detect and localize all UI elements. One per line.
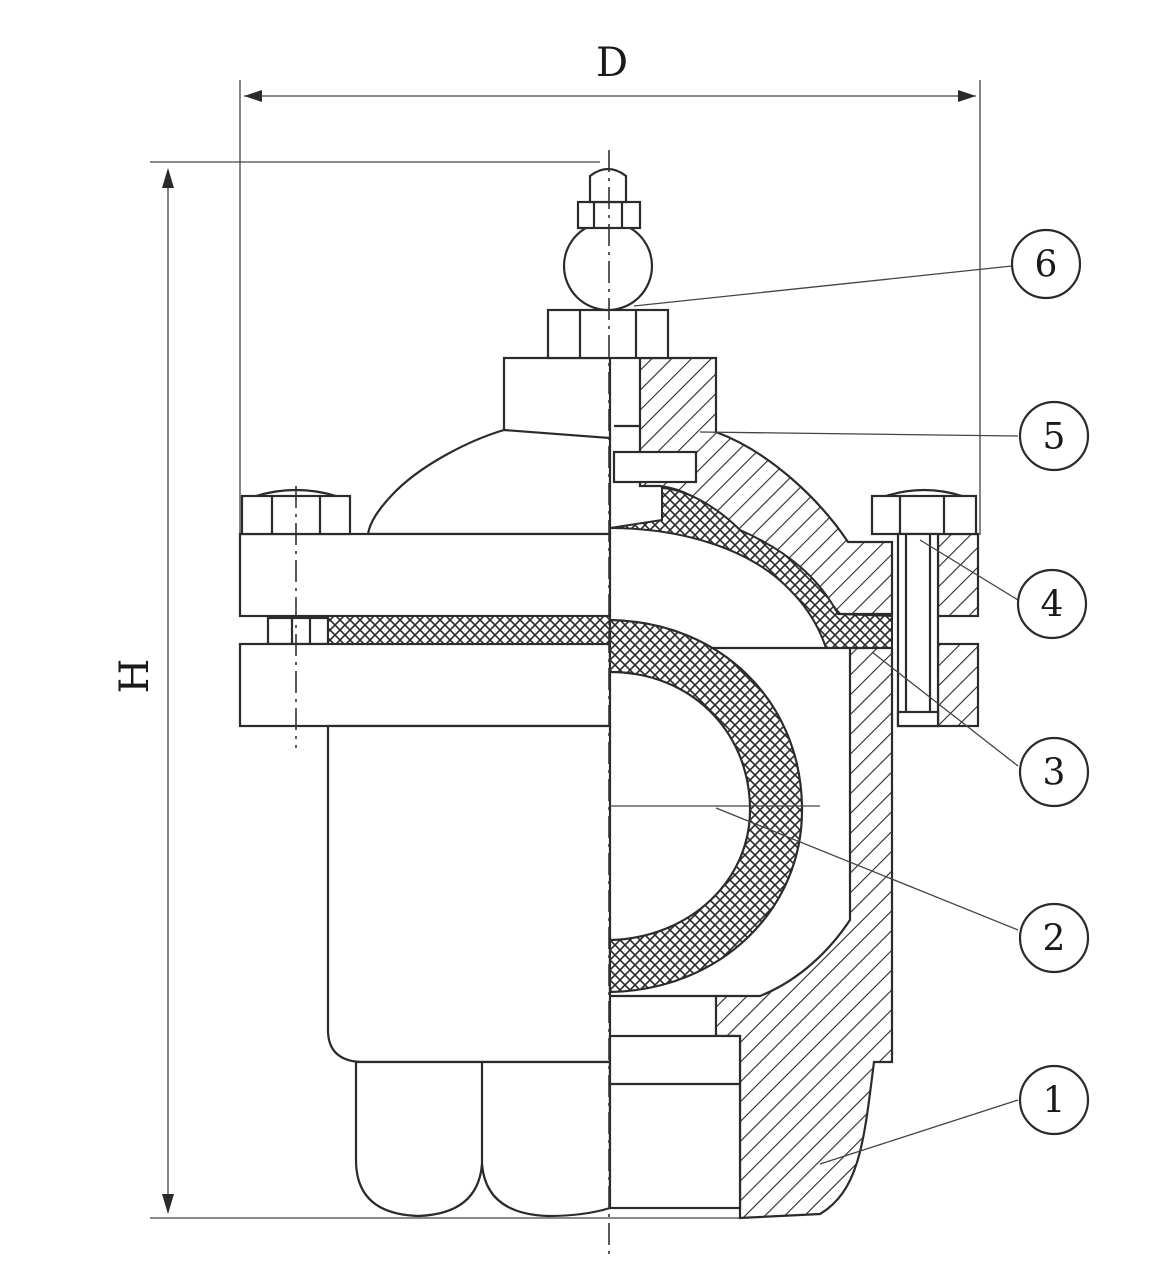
callout-1: 1 bbox=[1018, 1064, 1090, 1136]
dimension-h-label: H bbox=[112, 659, 158, 694]
air-release-nipple bbox=[546, 167, 670, 360]
callout-6: 6 bbox=[1010, 228, 1082, 300]
callout-2: 2 bbox=[1018, 902, 1090, 974]
section-half bbox=[608, 356, 980, 1220]
callout-1-label: 1 bbox=[1043, 1081, 1066, 1122]
callout-5: 5 bbox=[1018, 400, 1090, 472]
callout-5-label: 5 bbox=[1043, 417, 1066, 458]
dimension-h: H bbox=[112, 161, 740, 1219]
exterior-half bbox=[238, 356, 612, 1218]
callout-3-label: 3 bbox=[1043, 753, 1066, 794]
callout-2-label: 2 bbox=[1043, 919, 1066, 960]
callout-4: 4 bbox=[1016, 568, 1088, 640]
callout-3: 3 bbox=[1018, 736, 1090, 808]
leader-lines bbox=[633, 265, 1019, 1165]
callout-6-label: 6 bbox=[1035, 245, 1058, 286]
dimension-d-label: D bbox=[596, 40, 628, 86]
dimension-d: D bbox=[239, 40, 981, 535]
callout-4-label: 4 bbox=[1041, 585, 1064, 626]
